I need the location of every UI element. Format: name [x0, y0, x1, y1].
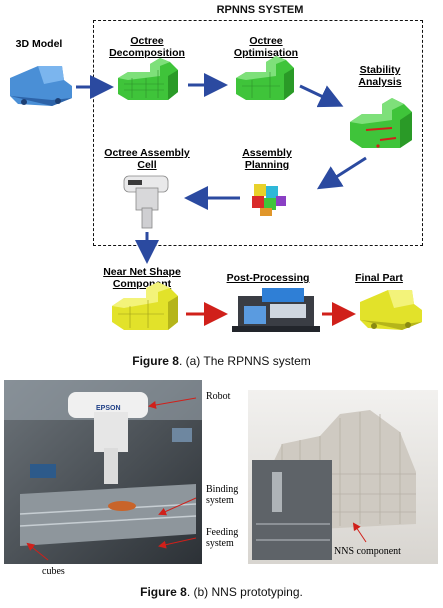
nns-component-pointer: [352, 522, 367, 543]
robot-brand-text: EPSON: [96, 405, 121, 412]
octree-decomposition-image: [118, 58, 178, 100]
figure-b-caption: Figure 8. (b) NNS prototyping.: [140, 585, 303, 599]
near-net-shape-image: [112, 282, 178, 330]
octree-assembly-cell-image: [123, 175, 169, 229]
3d-model-image: [10, 66, 72, 106]
binding-pointer: [158, 497, 197, 516]
feeding-pointer: [158, 537, 197, 549]
label-3d-model: 3D Model: [15, 38, 63, 50]
label-octree-assembly-cell: Octree Assembly Cell: [104, 147, 190, 171]
stability-analysis-image: [350, 98, 412, 148]
nns-prototyping-photos: EPSON: [4, 380, 438, 564]
rpnns-diagram-graphics: [10, 56, 422, 332]
label-octree-decomposition: Octree Decomposition: [109, 35, 185, 59]
label-post-processing: Post-Processing: [226, 272, 310, 284]
nns-component-photo: [248, 390, 438, 564]
label-octree-optimisation: Octree Optimisation: [233, 35, 299, 59]
final-part-image: [360, 290, 422, 330]
post-processing-image: [232, 288, 320, 332]
assembly-planning-image: [252, 184, 286, 216]
label-robot: Robot: [206, 391, 231, 402]
label-assembly-planning: Assembly Planning: [242, 147, 292, 171]
label-final-part: Final Part: [355, 272, 403, 284]
figure-a-caption: Figure 8. (a) The RPNNS system: [132, 354, 311, 368]
arrow-stability-to-planning: [316, 156, 367, 190]
cubes-pointer: [26, 542, 49, 561]
robot-cell-photo: [4, 380, 202, 564]
robot-pointer: [148, 397, 197, 409]
octree-optimisation-image: [236, 56, 294, 100]
label-cubes: cubes: [42, 566, 65, 577]
label-stability-analysis: Stability Analysis: [358, 64, 402, 88]
label-nns-component: NNS component: [334, 546, 401, 557]
rpnns-system-boundary: [93, 20, 423, 246]
arrow-optimisation-to-stability: [299, 84, 344, 108]
system-title: RPNNS SYSTEM: [216, 4, 304, 16]
